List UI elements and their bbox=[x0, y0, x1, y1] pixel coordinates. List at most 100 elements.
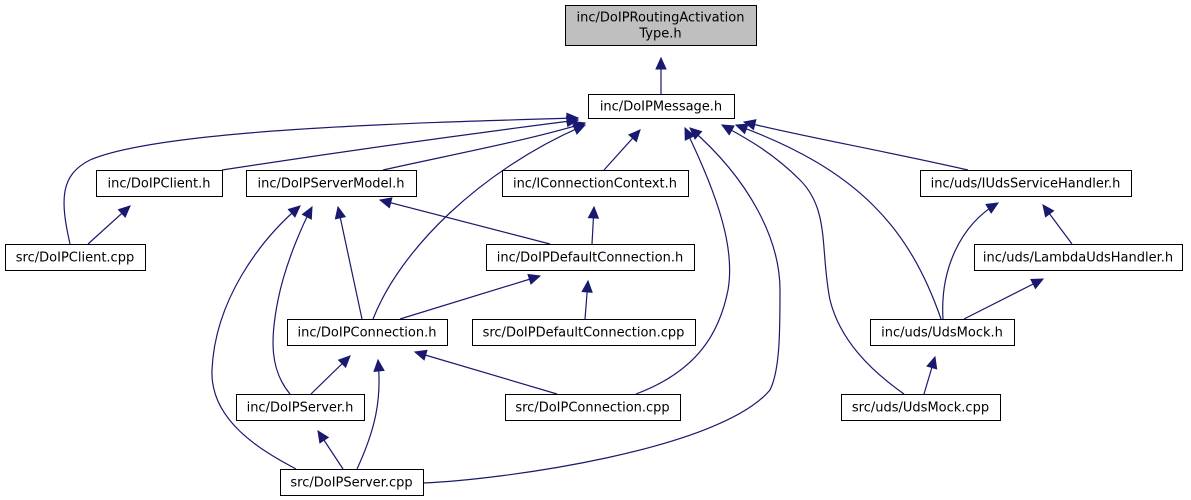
node-label: src/DoIPDefaultConnection.cpp bbox=[483, 326, 685, 341]
edge-line bbox=[414, 351, 558, 395]
arrowhead-icon bbox=[117, 205, 131, 218]
node-client_cpp[interactable]: src/DoIPClient.cpp bbox=[5, 244, 146, 271]
arrowhead-icon bbox=[734, 123, 749, 135]
edge-defconn_cpp-to-defconn_h bbox=[581, 279, 593, 320]
edge-iuds-to-msg bbox=[742, 119, 969, 171]
edge-server_cpp-to-server_h bbox=[317, 429, 344, 470]
edge-udsmock_h-to-iuds bbox=[942, 202, 1000, 320]
edge-conn_h-to-msg bbox=[372, 124, 587, 320]
edge-line bbox=[399, 275, 541, 320]
edge-lambda-to-iuds bbox=[1042, 204, 1073, 245]
edge-client_h-to-msg bbox=[221, 115, 580, 171]
edge-conn_h-to-servermodel bbox=[334, 205, 363, 320]
node-label: inc/DoIPDefaultConnection.h bbox=[497, 251, 683, 266]
arrowhead-icon bbox=[301, 205, 313, 220]
node-msg[interactable]: inc/DoIPMessage.h bbox=[588, 94, 735, 119]
node-box bbox=[502, 170, 689, 197]
arrowhead-icon bbox=[1042, 204, 1055, 218]
edge-line bbox=[422, 127, 781, 484]
arrowhead-icon bbox=[720, 124, 735, 136]
node-iuds[interactable]: inc/uds/IUdsServiceHandler.h bbox=[920, 170, 1132, 197]
node-label: src/DoIPConnection.cpp bbox=[515, 401, 669, 416]
node-box bbox=[96, 170, 223, 197]
arrowhead-icon bbox=[337, 355, 351, 369]
node-iconnctx[interactable]: inc/IConnectionContext.h bbox=[502, 170, 689, 197]
arrowhead-icon bbox=[378, 197, 393, 209]
edge-line bbox=[942, 202, 999, 320]
arrowhead-icon bbox=[527, 273, 542, 285]
node-label: inc/uds/LambdaUdsHandler.h bbox=[983, 251, 1173, 266]
node-label: src/DoIPClient.cpp bbox=[16, 251, 134, 266]
node-udsmock_h[interactable]: inc/uds/UdsMock.h bbox=[870, 319, 1015, 346]
edge-udsmock_h-to-lambda bbox=[963, 278, 1045, 320]
node-udsmock_cpp[interactable]: src/uds/UdsMock.cpp bbox=[841, 394, 1001, 421]
arrowhead-icon bbox=[655, 56, 667, 70]
edge-msg-to-root bbox=[655, 56, 667, 94]
node-box bbox=[472, 319, 696, 346]
edge-defconn_h-to-iconnctx bbox=[587, 205, 600, 245]
node-box bbox=[287, 319, 448, 346]
node-servermodel[interactable]: inc/DoIPServerModel.h bbox=[246, 170, 417, 197]
node-box bbox=[236, 394, 365, 421]
edge-line bbox=[356, 359, 380, 470]
edge-defconn_h-to-servermodel bbox=[378, 197, 551, 245]
node-label: src/DoIPServer.cpp bbox=[290, 476, 412, 491]
node-defconn_cpp[interactable]: src/DoIPDefaultConnection.cpp bbox=[472, 319, 696, 346]
node-label: inc/DoIPConnection.h bbox=[298, 326, 437, 341]
edge-client_cpp-to-client_h bbox=[87, 205, 131, 245]
arrowhead-icon bbox=[572, 124, 587, 135]
edge-conn_cpp-to-conn_h bbox=[413, 349, 558, 395]
node-lambda[interactable]: inc/uds/LambdaUdsHandler.h bbox=[974, 244, 1183, 271]
arrowhead-icon bbox=[581, 279, 593, 293]
node-server_cpp[interactable]: src/DoIPServer.cpp bbox=[280, 469, 424, 496]
node-box bbox=[920, 170, 1132, 197]
node-box bbox=[280, 469, 424, 496]
edge-line bbox=[337, 206, 363, 320]
edge-iconnctx-to-msg bbox=[603, 129, 641, 171]
edge-servermodel-to-msg bbox=[382, 120, 587, 171]
node-label: inc/IConnectionContext.h bbox=[513, 177, 677, 192]
node-server_h[interactable]: inc/DoIPServer.h bbox=[236, 394, 365, 421]
edge-line bbox=[382, 122, 586, 171]
node-label: inc/DoIPServer.h bbox=[247, 401, 354, 416]
node-conn_cpp[interactable]: src/DoIPConnection.cpp bbox=[505, 394, 681, 421]
arrowhead-icon bbox=[373, 358, 385, 372]
arrowhead-icon bbox=[689, 127, 703, 140]
edge-udsmock_h-to-msg bbox=[734, 123, 942, 320]
arrowhead-icon bbox=[684, 126, 696, 141]
node-label: inc/uds/IUdsServiceHandler.h bbox=[931, 177, 1121, 192]
arrowhead-icon bbox=[317, 429, 330, 444]
edge-server_cpp-to-msg bbox=[422, 127, 781, 484]
node-label: inc/DoIPMessage.h bbox=[600, 100, 722, 115]
arrowhead-icon bbox=[587, 205, 600, 219]
node-conn_h[interactable]: inc/DoIPConnection.h bbox=[287, 319, 448, 346]
arrowhead-icon bbox=[926, 355, 938, 370]
node-label: inc/DoIPClient.h bbox=[107, 177, 210, 192]
node-label: Type.h bbox=[638, 27, 681, 42]
edge-udsmock_cpp-to-udsmock_h bbox=[923, 355, 938, 395]
node-box bbox=[505, 394, 681, 421]
arrowhead-icon bbox=[565, 115, 580, 128]
edge-conn_h-to-defconn_h bbox=[399, 273, 542, 320]
node-box bbox=[841, 394, 1001, 421]
edge-server_h-to-servermodel bbox=[272, 205, 313, 395]
node-box bbox=[974, 244, 1183, 271]
edge-line bbox=[272, 206, 313, 395]
edge-line bbox=[721, 124, 905, 395]
edge-line bbox=[735, 124, 942, 320]
arrowhead-icon bbox=[287, 205, 301, 218]
edge-conn_cpp-to-msg bbox=[635, 126, 731, 395]
node-defconn_h[interactable]: inc/DoIPDefaultConnection.h bbox=[486, 244, 695, 271]
edge-line bbox=[379, 199, 551, 245]
node-box bbox=[5, 244, 146, 271]
edge-line bbox=[221, 119, 579, 171]
node-label: inc/DoIPRoutingActivation bbox=[577, 11, 745, 26]
edge-line bbox=[743, 121, 969, 171]
node-box bbox=[565, 5, 757, 46]
node-client_h[interactable]: inc/DoIPClient.h bbox=[96, 170, 223, 197]
edge-udsmock_cpp-to-msg bbox=[720, 124, 905, 395]
node-box bbox=[246, 170, 417, 197]
node-label: inc/uds/UdsMock.h bbox=[881, 326, 1003, 341]
